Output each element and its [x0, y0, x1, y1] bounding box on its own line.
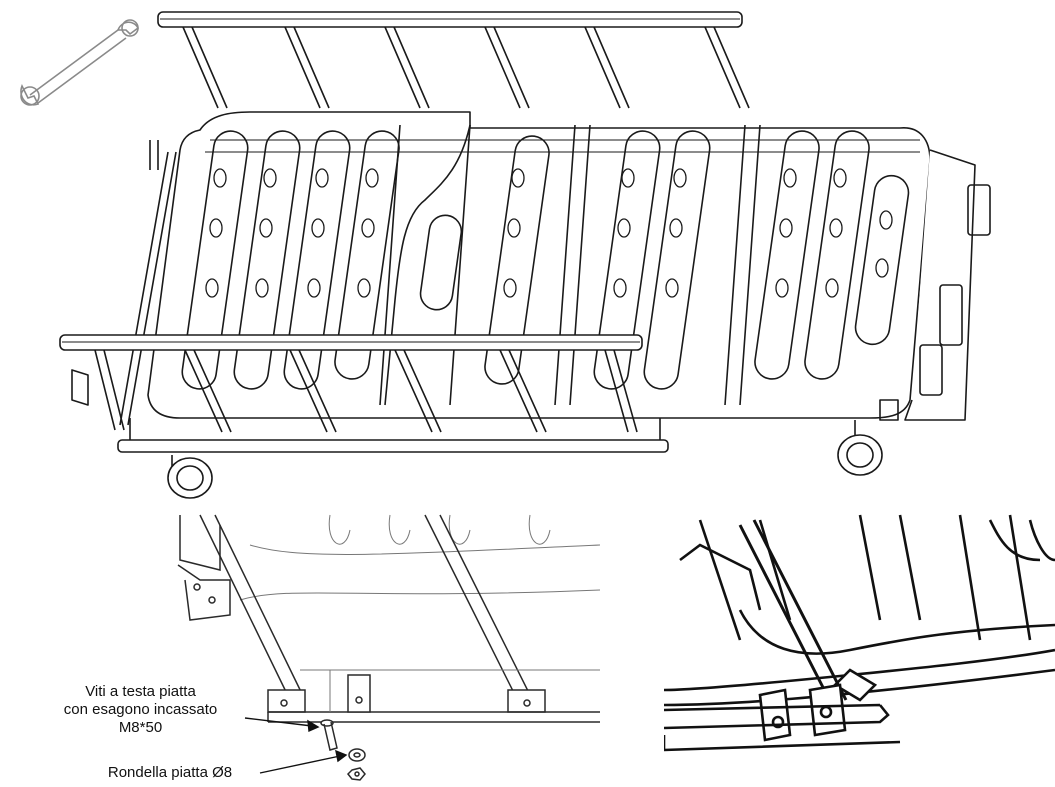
nut: [346, 767, 366, 781]
back-side-rail: [157, 11, 750, 109]
front-side-rail: [59, 334, 643, 433]
slot-holes: [205, 168, 893, 298]
foot-posts: [71, 140, 177, 426]
screw-label-line-1: Viti a testa piatta: [85, 683, 196, 700]
leader-arrows: [244, 717, 348, 774]
screw-label-line-2: con esagono incassato: [63, 701, 218, 718]
bed-main-view: [59, 11, 991, 499]
wrench-icon: [20, 19, 140, 106]
detail-view-screw-mount: [177, 514, 600, 781]
washer-label: Rondella piatta Ø8: [107, 764, 233, 781]
lower-frame-bar: [117, 418, 669, 453]
screw-label-line-3: M8*50: [118, 719, 163, 736]
screw: [320, 719, 338, 751]
washer: [348, 748, 366, 762]
head-end-board: [879, 149, 991, 421]
screw-spec-label: Viti a testa piatta con esagono incassat…: [18, 683, 263, 737]
mattress-platform: [147, 111, 931, 419]
detail-view-rail-joint: [664, 514, 1055, 752]
caster-wheels: [167, 420, 883, 499]
platform-slots: [181, 130, 910, 390]
